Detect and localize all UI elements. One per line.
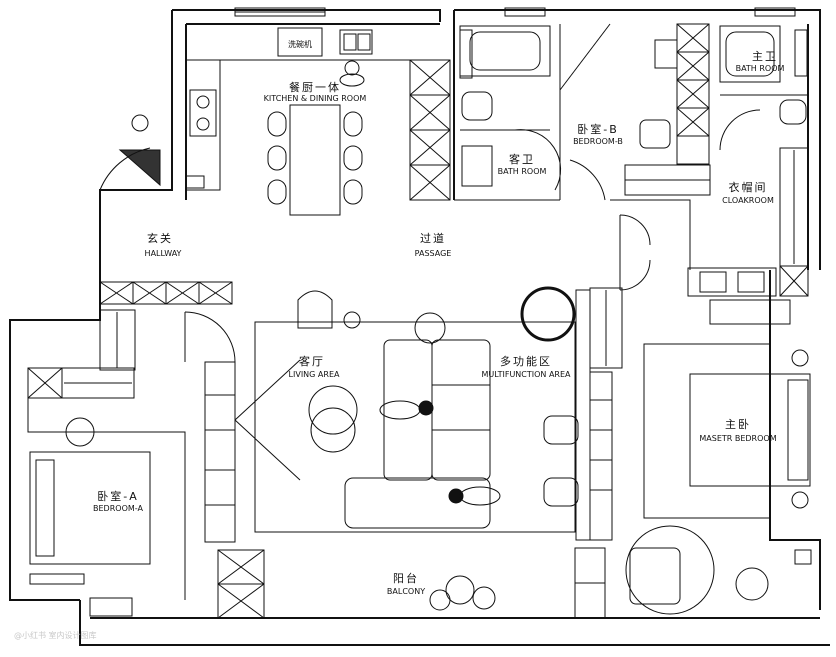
bedroom-b-label-en: BEDROOM-B: [573, 137, 623, 146]
master-bedroom-label: 主卧: [725, 418, 751, 431]
multifunction-area: [520, 286, 623, 541]
watermark: @小红书 室内设计图库: [14, 630, 97, 640]
bedroom-b-label: 卧室-B: [577, 122, 619, 136]
person-figure: [339, 60, 365, 87]
guest-bath-label-en: BATH ROOM: [498, 167, 547, 176]
living-label-en: LIVING AREA: [289, 370, 340, 379]
top-windows: [234, 7, 796, 17]
kitchen-dining-label-en: KITCHEN & DINING ROOM: [264, 94, 367, 103]
kitchen-tall-cabinet: [409, 59, 451, 201]
passage-label: 过道: [420, 231, 446, 245]
entry-person: [99, 114, 161, 191]
passage-label-en: PASSAGE: [415, 249, 452, 258]
hallway-label-en: HALLWAY: [145, 249, 182, 258]
master-bath-label-en: BATH ROOM: [736, 64, 785, 73]
dishwasher-label: 洗碗机: [288, 39, 312, 49]
shoe-cabinet: [99, 281, 233, 305]
cloakroom-label-en: CLOAKROOM: [722, 196, 774, 205]
balcony-label: 阳台: [393, 571, 419, 585]
bedroom-a-label: 卧室-A: [97, 489, 139, 503]
bedroom-a-label-en: BEDROOM-A: [93, 504, 143, 513]
kitchen-dining-label: 餐厨一体: [289, 80, 341, 94]
exterior-walls: [9, 9, 830, 646]
passage-walls: [454, 199, 691, 291]
master-bedroom: [625, 343, 812, 615]
cloakroom: [687, 147, 809, 325]
balcony-label-en: BALCONY: [387, 587, 425, 596]
living-area: [204, 290, 576, 543]
guest-bath: [459, 25, 562, 191]
bedroom-a: [27, 309, 236, 617]
master-bath-label: 主卫: [752, 50, 778, 63]
kitchen-counter: [185, 27, 410, 191]
multifunction-label-en: MULTIFUNCTION AREA: [481, 370, 571, 379]
balcony: [217, 547, 606, 619]
guest-bath-label: 客卫: [509, 152, 535, 166]
dining-table: [267, 104, 363, 216]
bedroom-b: [559, 23, 711, 201]
hallway-label: 玄关: [147, 231, 173, 245]
master-bath: [719, 25, 808, 151]
cloakroom-label: 衣帽间: [729, 180, 768, 194]
master-bedroom-label-en: MASETR BEDROOM: [699, 434, 776, 443]
multifunction-label: 多功能区: [500, 354, 552, 368]
living-label: 客厅: [299, 354, 325, 368]
